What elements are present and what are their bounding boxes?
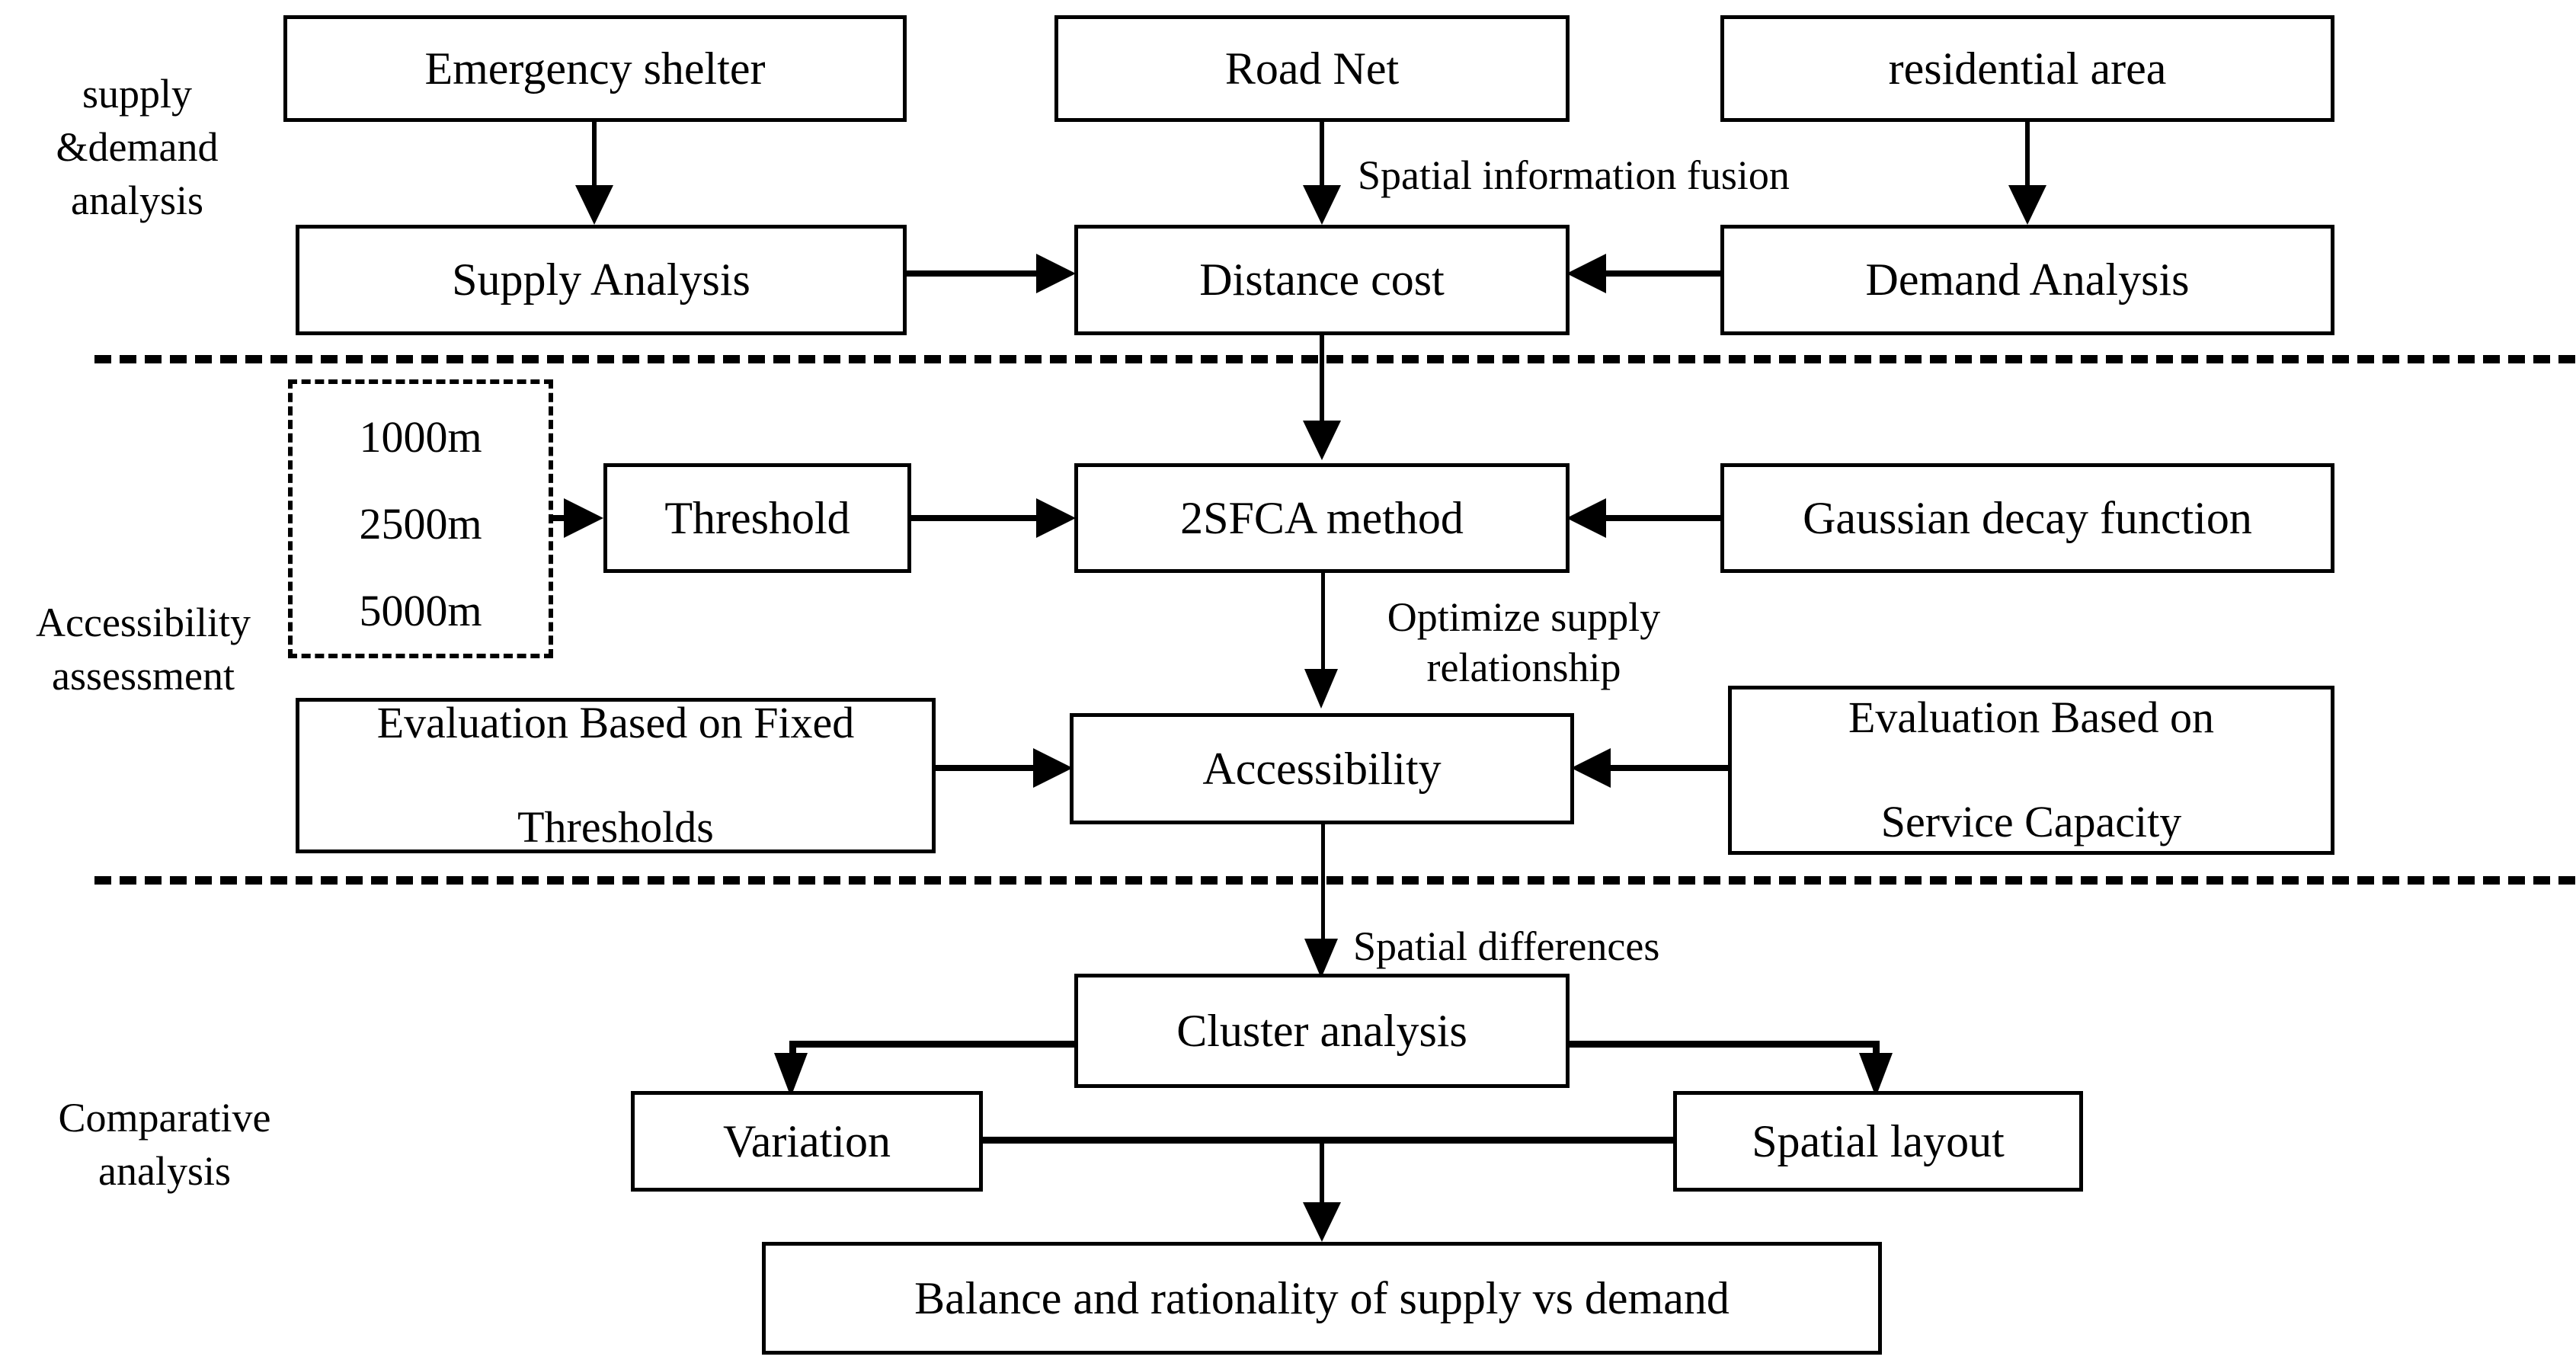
node-supply-analysis[interactable]: Supply Analysis <box>296 225 907 335</box>
connector-fixedthresholds-to-accessibility <box>936 765 1038 771</box>
connector-gaussian-to-sfca <box>1605 515 1722 521</box>
connector-sfca-to-accessibility <box>1321 573 1325 674</box>
node-cluster-analysis[interactable]: Cluster analysis <box>1074 974 1570 1088</box>
edge-label-line: Optimize supply <box>1387 594 1661 640</box>
connector-distance-to-sfca <box>1320 335 1324 425</box>
node-distance-cost[interactable]: Distance cost <box>1074 225 1570 335</box>
node-label: Gaussian decay function <box>1803 492 2252 543</box>
node-label: Cluster analysis <box>1176 1005 1467 1056</box>
section-label-line: assessment <box>52 653 235 699</box>
node-label: Spatial layout <box>1752 1115 2005 1166</box>
node-balance-rationality[interactable]: Balance and rationality of supply vs dem… <box>762 1242 1882 1355</box>
node-label-line: Thresholds <box>517 802 714 853</box>
section-label-line: analysis <box>71 178 203 224</box>
node-spatial-layout[interactable]: Spatial layout <box>1673 1091 2083 1192</box>
node-sfca-method[interactable]: 2SFCA method <box>1074 463 1570 573</box>
node-gaussian-decay-function[interactable]: Gaussian decay function <box>1720 463 2334 573</box>
arrowhead-gaussian-to-sfca <box>1566 498 1606 538</box>
edge-label-spatial-differences: Spatial differences <box>1353 923 1660 969</box>
node-evaluation-service-capacity[interactable]: Evaluation Based on Service Capacity <box>1728 686 2334 855</box>
arrowhead-fixedthresholds-to-accessibility <box>1033 748 1073 788</box>
arrowhead-distance-to-sfca <box>1303 421 1341 460</box>
node-label-line: Evaluation Based on <box>1848 693 2214 743</box>
node-label: Evaluation Based on Service Capacity <box>1848 692 2214 848</box>
node-label: residential area <box>1888 43 2167 94</box>
node-label: Distance cost <box>1199 254 1445 306</box>
node-label-line: Evaluation Based on Fixed <box>376 698 855 748</box>
node-accessibility[interactable]: Accessibility <box>1070 713 1574 824</box>
edge-label-spatial-information-fusion: Spatial information fusion <box>1358 152 1790 198</box>
connector-supply-to-distance <box>907 270 1042 277</box>
section-label-accessibility: Accessibility assessment <box>6 596 280 702</box>
node-evaluation-fixed-thresholds[interactable]: Evaluation Based on Fixed Thresholds <box>296 698 936 853</box>
section-divider-upper <box>94 355 2575 363</box>
node-emergency-shelter[interactable]: Emergency shelter <box>283 15 907 122</box>
connector-roadnet-to-distance <box>1320 122 1324 190</box>
connector-cluster-to-spatiallayout-horizontal <box>1565 1041 1879 1048</box>
node-label: Demand Analysis <box>1865 254 2190 306</box>
arrowhead-supply-to-distance <box>1036 254 1076 293</box>
arrowhead-values-to-threshold <box>564 498 603 538</box>
node-residential-area[interactable]: residential area <box>1720 15 2334 122</box>
threshold-value-item: 1000m <box>359 412 482 462</box>
edge-label-line: relationship <box>1426 644 1621 690</box>
arrowhead-bridge-to-balance <box>1303 1202 1341 1242</box>
connector-demand-to-distance <box>1605 270 1722 277</box>
connector-shelter-to-supply <box>592 122 597 190</box>
node-label: Variation <box>723 1115 891 1166</box>
arrowhead-servicecapacity-to-accessibility <box>1571 748 1611 788</box>
threshold-value-item: 2500m <box>359 499 482 549</box>
section-label-supply-demand: supply &demand analysis <box>23 67 251 228</box>
connector-accessibility-to-cluster <box>1321 824 1325 946</box>
arrowhead-sfca-to-accessibility <box>1304 669 1338 709</box>
edge-label-optimize-supply-relationship: Optimize supply relationship <box>1349 593 1699 693</box>
node-variation[interactable]: Variation <box>631 1091 983 1192</box>
connector-bridge-to-balance <box>1320 1137 1324 1210</box>
connector-threshold-to-sfca <box>911 515 1042 521</box>
node-label: Emergency shelter <box>424 43 766 94</box>
section-divider-lower <box>94 876 2575 885</box>
threshold-value-item: 5000m <box>359 586 482 635</box>
node-label: Threshold <box>664 492 850 543</box>
arrowhead-demand-to-distance <box>1566 254 1606 293</box>
arrowhead-roadnet-to-distance <box>1303 185 1341 225</box>
arrowhead-shelter-to-supply <box>575 185 613 225</box>
section-label-line: &demand <box>56 124 219 171</box>
node-label: Evaluation Based on Fixed Thresholds <box>377 697 855 853</box>
section-label-line: Comparative <box>58 1095 271 1141</box>
arrowhead-cluster-to-spatiallayout <box>1859 1053 1893 1097</box>
threshold-values-group: 1000m 2500m 5000m <box>288 379 553 658</box>
node-label: 2SFCA method <box>1180 492 1464 543</box>
section-label-line: analysis <box>98 1148 231 1195</box>
section-label-line: Accessibility <box>36 600 251 645</box>
section-label-comparative: Comparative analysis <box>27 1091 302 1198</box>
node-road-net[interactable]: Road Net <box>1054 15 1570 122</box>
node-demand-analysis[interactable]: Demand Analysis <box>1720 225 2334 335</box>
connector-variation-to-spatiallayout <box>980 1137 1676 1144</box>
arrowhead-accessibility-to-cluster <box>1304 939 1338 978</box>
node-label: Balance and rationality of supply vs dem… <box>914 1272 1730 1323</box>
node-label: Supply Analysis <box>452 254 750 306</box>
section-label-line: supply <box>82 71 193 117</box>
node-label: Road Net <box>1224 43 1400 94</box>
node-label-line: Service Capacity <box>1880 797 2182 847</box>
connector-servicecapacity-to-accessibility <box>1609 765 1731 771</box>
arrowhead-threshold-to-sfca <box>1036 498 1076 538</box>
arrowhead-cluster-to-variation <box>774 1053 808 1097</box>
connector-cluster-to-variation-horizontal <box>789 1041 1079 1048</box>
arrowhead-residential-to-demand <box>2008 185 2046 225</box>
connector-residential-to-demand <box>2025 122 2030 190</box>
node-threshold[interactable]: Threshold <box>603 463 911 573</box>
node-label: Accessibility <box>1202 743 1442 794</box>
